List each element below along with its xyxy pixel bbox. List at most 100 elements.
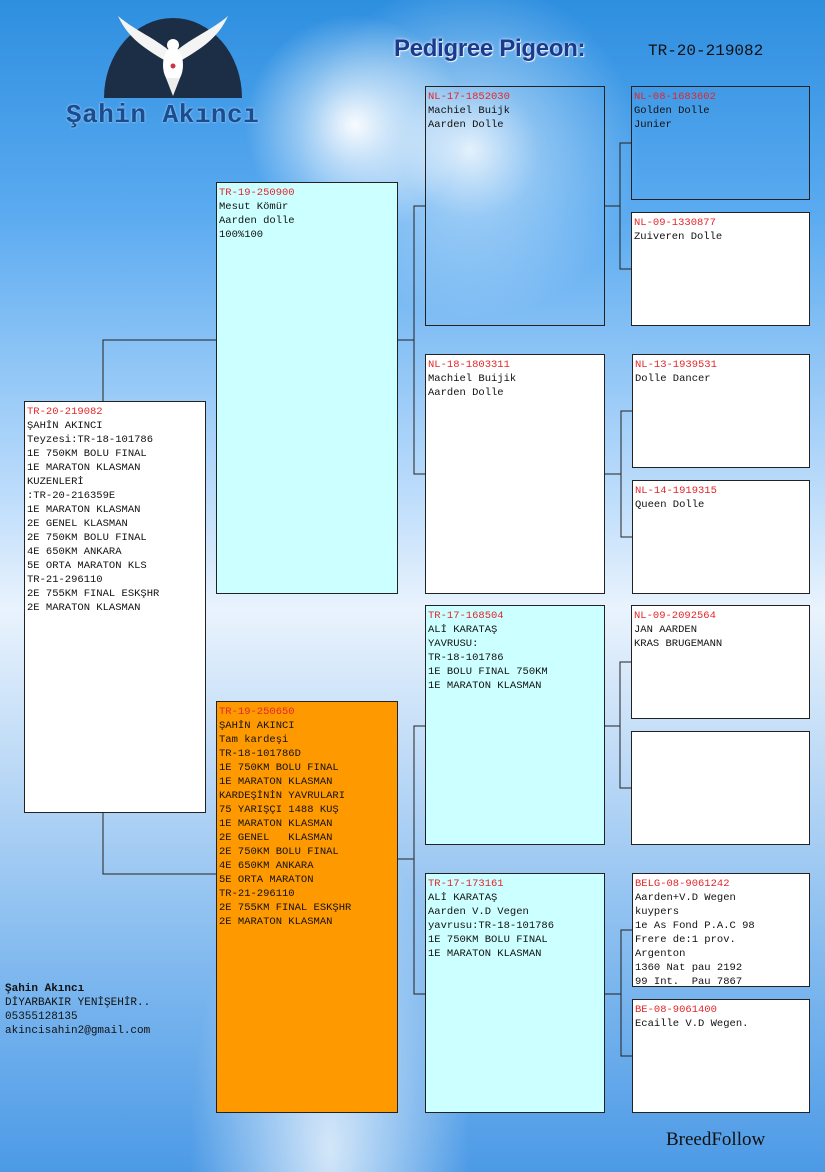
pigeon-info-line: Aarden+V.D Wegen [635,892,736,904]
page-title: Pedigree Pigeon: [394,35,586,62]
ring-number: TR-19-250900 [219,187,295,199]
pigeon-info-line: ŞAHİN AKINCI [219,720,295,732]
ring-number: NL-09-1330877 [634,217,716,229]
ring-number: TR-17-173161 [428,878,504,890]
pigeon-info-line: Queen Dolle [635,499,705,511]
contact-name: Şahin Akıncı [5,983,85,995]
title-ring-number: TR-20-219082 [648,42,764,60]
owner-name: Şahin Akıncı [66,100,260,130]
pigeon-info-line: Frere de:1 prov. [635,934,736,946]
contact-phone: 05355128135 [5,1011,78,1023]
contact-info: Şahin Akıncı DİYARBAKIR YENİŞEHİR.. 0535… [5,982,150,1038]
pigeon-info-line: 2E 750KM BOLU FINAL [27,532,147,544]
pigeon-info-line: 1E MARATON KLASMAN [219,818,333,830]
pigeon-info-line: 4E 650KM ANKARA [27,546,122,558]
pigeon-info-line: YAVRUSU: [428,638,479,650]
ring-number: NL-08-1683602 [634,91,716,103]
ring-number: NL-18-1803311 [428,359,510,371]
pigeon-info-line: Machiel Buijk [428,105,510,117]
contact-address: DİYARBAKIR YENİŞEHİR.. [5,997,151,1009]
pigeon-info-line: 5E ORTA MARATON [219,874,314,886]
pigeon-info-line: 2E MARATON KLASMAN [27,602,141,614]
pigeon-info-line: 1E 750KM BOLU FINAL [27,448,147,460]
ring-number: TR-17-168504 [428,610,504,622]
pigeon-info-line: Aarden V.D Vegen [428,906,529,918]
pigeon-info-line: Teyzesi:TR-18-101786 [27,434,154,446]
pigeon-info-line: 2E GENEL KLASMAN [27,518,128,530]
pigeon-info-line: 1360 Nat pau 2192 [635,962,743,974]
pigeon-info-line: 1E MARATON KLASMAN [219,776,333,788]
ring-number: TR-20-219082 [27,406,103,418]
pigeon-info-line: Aarden Dolle [428,387,504,399]
pigeon-info-line: TR-21-296110 [219,888,295,900]
pigeon-info-line: 2E 755KM FINAL ESKŞHR [219,902,352,914]
pigeon-info-line: KRAS BRUGEMANN [634,638,723,650]
ring-number: NL-17-1852030 [428,91,510,103]
pigeon-info-line: Mesut Kömür [219,201,289,213]
pigeon-info-line: Tam kardeşi [219,734,289,746]
pigeon-info-line: 2E 755KM FINAL ESKŞHR [27,588,160,600]
pigeon-info-line: 1E MARATON KLASMAN [27,462,141,474]
ring-number: BE-08-9061400 [635,1004,717,1016]
pigeon-info-line: 5E ORTA MARATON KLS [27,560,147,572]
pigeon-info-line: 75 YARIŞÇI 1488 KUŞ [219,804,339,816]
pigeon-info-line: ALİ KARATAŞ [428,892,498,904]
pigeon-info-line: 100%100 [219,229,264,241]
pigeon-info-line: Dolle Dancer [635,373,711,385]
pigeon-info-line: 1E MARATON KLASMAN [27,504,141,516]
pigeon-info-line: Zuiveren Dolle [634,231,723,243]
pigeon-info-line: 1E MARATON KLASMAN [428,680,542,692]
pigeon-info-line: Ecaille V.D Wegen. [635,1018,749,1030]
ring-number: NL-09-2092564 [634,610,716,622]
pigeon-info-line: TR-21-296110 [27,574,103,586]
pigeon-info-line: 1E 750KM BOLU FINAL [428,934,548,946]
ring-number: TR-19-250650 [219,706,295,718]
pigeon-info-line: 2E MARATON KLASMAN [219,916,333,928]
pigeon-info-line: ŞAHİN AKINCI [27,420,103,432]
dove-logo [104,16,242,98]
pigeon-info-line: Aarden Dolle [428,119,504,131]
pigeon-info-line: Junier [634,119,672,131]
pigeon-info-line: JAN AARDEN [634,624,698,636]
pigeon-info-line: 2E GENEL KLASMAN [219,832,333,844]
pigeon-info-line: 1e As Fond P.A.C 98 [635,920,755,932]
pigeon-info-line: KARDEŞİNİN YAVRULARI [219,790,346,802]
ring-number: NL-14-1919315 [635,485,717,497]
pigeon-info-line: Machiel Buijik [428,373,517,385]
pigeon-info-line: 2E 750KM BOLU FINAL [219,846,339,858]
pigeon-info-line: KUZENLERİ [27,476,84,488]
pigeon-info-line: 1E BOLU FINAL 750KM [428,666,548,678]
pigeon-info-line: Argenton [635,948,686,960]
brand-watermark: BreedFollow [666,1129,766,1150]
pigeon-info-line: 1E MARATON KLASMAN [428,948,542,960]
pigeon-info-line: Aarden dolle [219,215,295,227]
dam-sire-dam-card [631,731,810,845]
pigeon-info-line: TR-18-101786 [428,652,504,664]
pigeon-info-line: 4E 650KM ANKARA [219,860,314,872]
pigeon-info-line: ALİ KARATAŞ [428,624,498,636]
contact-email: akincisahin2@gmail.com [5,1025,151,1037]
pigeon-info-line: :TR-20-216359E [27,490,116,502]
ring-number: BELG-08-9061242 [635,878,730,890]
pigeon-info-line: TR-18-101786D [219,748,301,760]
pigeon-info-line: yavrusu:TR-18-101786 [428,920,555,932]
pigeon-info-line: 1E 750KM BOLU FINAL [219,762,339,774]
pigeon-info-line: 99 Int. Pau 7867 [635,976,743,987]
pigeon-info-line: kuypers [635,906,680,918]
ring-number: NL-13-1939531 [635,359,717,371]
